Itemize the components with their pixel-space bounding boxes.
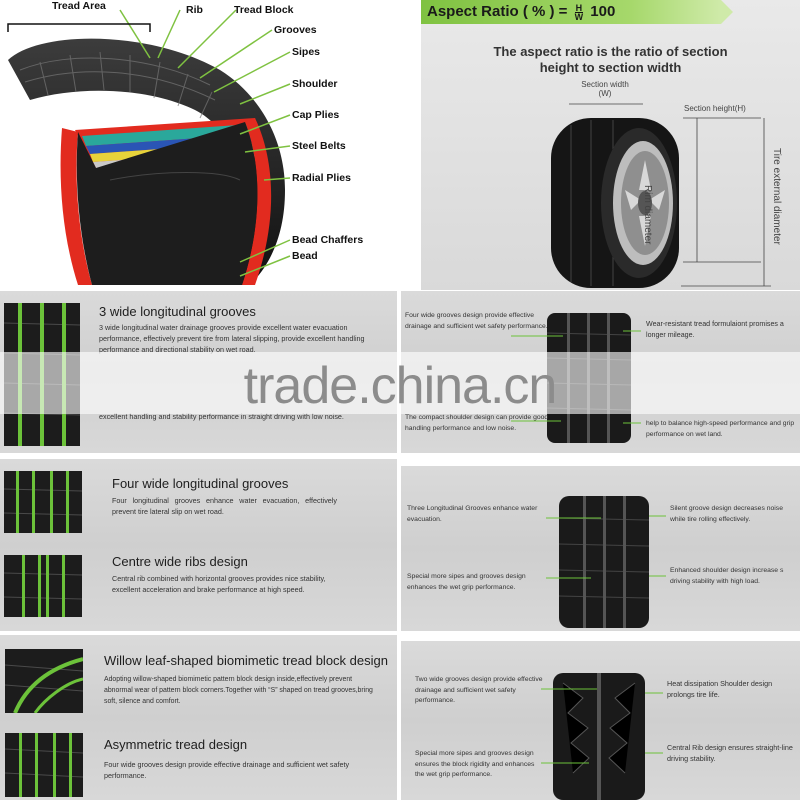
feature-title: 3 wide longitudinal grooves [99,304,256,319]
feature-title: Centre wide ribs design [112,554,248,569]
callout-text: Heat dissipation Shoulder design prolong… [667,679,773,699]
section-width-symbol: (W) [598,89,612,98]
callout-lines [511,330,641,424]
label-bead-chaffers: Bead Chaffers [292,234,364,246]
callout-text: Four wide grooves design provide effecti… [405,312,548,330]
label-cap-plies: Cap Plies [292,109,340,121]
tread-panel-2: Three Longitudinal Grooves enhance water… [401,466,800,631]
fraction: H W [574,2,584,22]
tire-side-view-diagram [551,103,771,288]
label-bead: Bead [292,250,318,262]
callout-lines [546,515,666,579]
tread-pattern-image [5,649,83,713]
feature-title: Willow leaf-shaped biomimetic tread bloc… [104,653,388,668]
callout-text: help to balance high-speed performance a… [646,420,795,438]
section-width-label: Section width (W) [565,80,645,98]
tire-tread-image [559,496,649,628]
feature-description: Central rib combined with horizontal gro… [112,574,326,594]
label-shoulder: Shoulder [292,78,338,90]
feature-description: 3 wide longitudinal water drainage groov… [99,323,365,354]
label-radial-plies: Radial Plies [292,172,351,184]
aspect-ratio-title: Aspect Ratio ( % ) = [427,3,572,20]
feature-title: Asymmetric tread design [104,737,248,752]
callout-text: Special more sipes and grooves design en… [407,573,526,591]
feature-description: Four longitudinal grooves enhance water … [112,496,337,516]
callout-text: Three Longitudinal Grooves enhance water… [407,505,538,523]
label-tread-block: Tread Block [234,4,294,16]
tread-pattern-image [4,555,82,617]
callout-text: Enhanced shoulder design increase s driv… [670,567,784,585]
aspect-ratio-header: Aspect Ratio ( % ) = H W 100 [421,0,733,24]
callout-text: Two wide grooves design provide effectiv… [415,676,543,704]
label-rib: Rib [186,4,203,16]
tire-anatomy-illustration: Tread Area Rib Tread Block Grooves Sipes… [0,0,420,290]
fraction-numerator: H [574,2,584,13]
tire-external-diameter-label: Tire external diameter [771,148,782,245]
callout-text: Wear-resistant tread formulaiont promise… [646,320,784,339]
tire-tread-image [553,673,645,800]
section-width-text: Section width [581,80,629,89]
callout-text: Central Rib design ensures straight-line… [667,743,793,763]
feature-title: Four wide longitudinal grooves [112,476,289,491]
callout-text: The compact shoulder design can provide … [405,414,549,432]
label-sipes: Sipes [292,46,321,58]
label-tread-area: Tread Area [52,0,106,12]
callout-lines [541,688,663,764]
fraction-denominator: W [574,11,584,22]
desc-line-1: The aspect ratio is the ratio of section [493,44,728,59]
tread-pattern-image [4,471,82,533]
section-height-label: Section height(H) [684,104,746,113]
watermark-text: trade.china.cn [243,357,558,415]
rim-diameter-label: Rim diameter [642,185,653,245]
feature-panel-willow-leaf: Willow leaf-shaped biomimetic tread bloc… [0,635,397,800]
feature-description: Four wide grooves design provide effecti… [104,760,350,780]
desc-line-2: height to section width [539,60,682,75]
callout-text: Special more sipes and grooves design en… [415,750,535,778]
label-grooves: Grooves [274,24,317,36]
aspect-ratio-panel: Aspect Ratio ( % ) = H W 100 The aspect … [421,0,800,290]
feature-description-continued: excellent handling and stability perform… [99,412,344,421]
fraction-multiplier: 100 [590,3,616,20]
feature-description: Adopting willow-shaped biomimetic patter… [104,676,373,705]
tread-panel-3: Two wide grooves design provide effectiv… [401,641,800,800]
feature-panel-four-grooves: Four wide longitudinal grooves Four long… [0,459,397,631]
watermark-band [0,352,800,414]
label-steel-belts: Steel Belts [292,140,346,152]
tread-pattern-image [5,733,83,797]
aspect-ratio-formula: Aspect Ratio ( % ) = H W 100 [427,3,615,21]
tire-cutaway-image [7,9,291,285]
callout-text: Silent groove design decreases noise whi… [670,505,783,523]
aspect-ratio-description: The aspect ratio is the ratio of section… [421,44,800,76]
